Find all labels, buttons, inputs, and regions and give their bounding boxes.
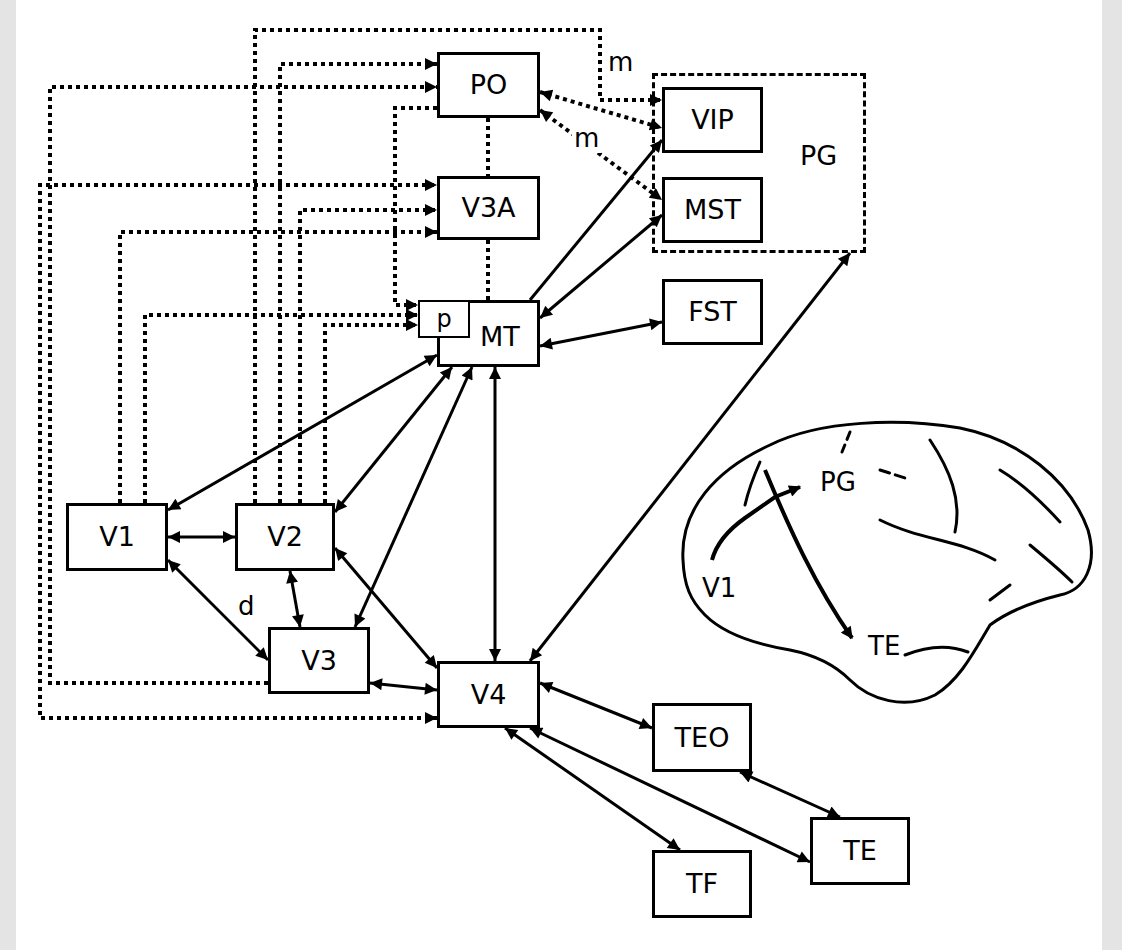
area-box: PO [437, 52, 540, 118]
area-name: p [436, 306, 451, 332]
dotted-connector [540, 110, 662, 200]
region-box: PG VIP MST [652, 73, 866, 253]
area-name: MST [684, 194, 741, 225]
brain-outline [683, 422, 1092, 702]
area-box: MT p [437, 300, 540, 367]
area-name: PG [800, 140, 837, 171]
dotted-connector [145, 315, 418, 503]
area-box: FST [662, 279, 763, 345]
area-name: V2 [267, 521, 303, 552]
area-name: TEO [675, 722, 730, 753]
edge-label: m [572, 124, 601, 153]
area-box: TF [652, 850, 752, 918]
dotted-connector [300, 210, 437, 503]
solid-connector [355, 367, 472, 627]
edge-label: m [606, 48, 635, 77]
area-box: V2 [235, 503, 335, 571]
area-box: MST [662, 177, 763, 243]
solid-connector [530, 253, 850, 661]
area-box: VIP [662, 87, 763, 153]
area-name: V4 [471, 679, 507, 710]
dotted-connector [255, 30, 662, 503]
area-name: V1 [99, 521, 135, 552]
area-name: VIP [691, 104, 734, 135]
brain-sulci [745, 432, 1072, 655]
brain-area-label: TE [866, 632, 902, 661]
area-box: V1 [66, 503, 168, 571]
solid-connector [168, 536, 235, 539]
area-box: V3A [437, 176, 540, 240]
area-name: V3A [461, 192, 515, 223]
area-name: V3 [301, 645, 337, 676]
solid-connector [740, 772, 840, 817]
brain-area-label: V1 [700, 574, 738, 603]
edge-label: d [236, 592, 257, 621]
area-name: FST [688, 296, 737, 327]
solid-connector [494, 367, 497, 661]
dotted-connector [50, 87, 437, 683]
solid-connector [540, 215, 662, 318]
solid-connector [530, 140, 662, 300]
solid-connector [168, 560, 268, 660]
area-name: TE [843, 835, 877, 866]
dotted-connector [120, 232, 437, 503]
dotted-connector [395, 108, 437, 305]
brain-area-label: PG [818, 468, 858, 497]
solid-connector [370, 683, 437, 690]
area-box: TEO [652, 703, 752, 772]
dotted-connector [540, 92, 662, 128]
dotted-connector [486, 118, 490, 176]
area-name: PO [470, 69, 508, 100]
solid-connector [335, 367, 452, 512]
solid-connector [540, 683, 652, 728]
dotted-connector [486, 240, 490, 300]
area-box: TE [810, 817, 910, 885]
dotted-connector [325, 325, 418, 503]
dotted-connector [40, 185, 437, 718]
dotted-connector [280, 64, 437, 503]
area-name: MT [480, 321, 520, 352]
sub-area-box: p [418, 300, 470, 338]
solid-connector [540, 322, 662, 346]
solid-connector [168, 355, 437, 510]
solid-connector [290, 571, 300, 627]
area-box: V3 [268, 627, 370, 694]
area-name: TF [686, 868, 718, 899]
area-box: V4 [437, 661, 540, 728]
